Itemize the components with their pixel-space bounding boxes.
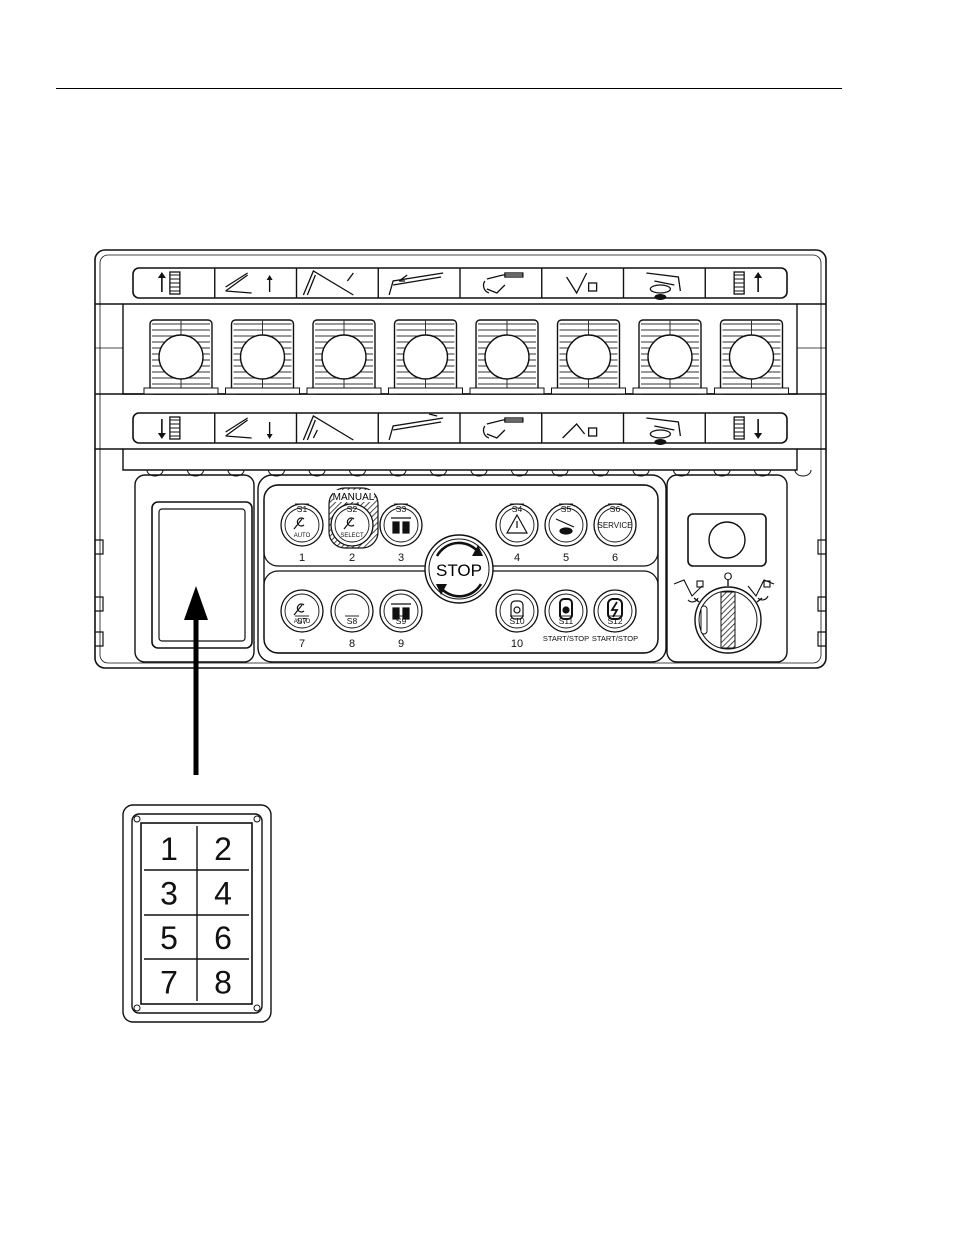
button-number-label: 9	[398, 638, 404, 650]
control-lever[interactable]	[144, 320, 218, 394]
switch-position-label: O	[724, 571, 733, 583]
control-lever[interactable]	[470, 320, 544, 394]
stop-button[interactable]: STOP	[425, 535, 493, 603]
button-code-label: S4	[512, 504, 523, 514]
button-code-label: S3	[396, 504, 407, 514]
button-text-label: SERVICE	[598, 521, 633, 530]
button-code-label: S10	[509, 616, 524, 626]
keypad-window	[152, 502, 252, 648]
control-lever[interactable]	[552, 320, 626, 394]
stop-label: STOP	[436, 561, 482, 580]
keypad-key-8[interactable]: 8	[214, 965, 232, 1001]
control-lever[interactable]	[307, 320, 381, 394]
indicator-lamp	[688, 514, 766, 566]
button-number-label: 10	[511, 638, 523, 650]
button-code-label: S12	[607, 616, 622, 626]
button-number-label: 5	[563, 552, 569, 564]
button-code-label: S9	[396, 616, 407, 626]
button-text-label: SELECT	[340, 533, 364, 539]
keypad-detail	[123, 805, 271, 1022]
button-code-label: S1	[297, 504, 308, 514]
button-text-label: AUTO	[294, 619, 311, 625]
tip-left-icon	[674, 580, 703, 602]
button-text-label: START/STOP	[543, 634, 589, 643]
button-number-label: 6	[612, 552, 618, 564]
button-number-label: 1	[299, 552, 305, 564]
control-lever[interactable]	[226, 320, 300, 394]
button-code-label: S8	[347, 616, 358, 626]
button-number-label: 3	[398, 552, 404, 564]
keypad-key-5[interactable]: 5	[160, 920, 178, 956]
pointer-arrow	[184, 586, 208, 775]
button-number-label: 7	[299, 638, 305, 650]
keypad-key-6[interactable]: 6	[214, 920, 232, 956]
button-code-label: S2	[347, 504, 358, 514]
control-lever[interactable]	[633, 320, 707, 394]
button-code-label: S5	[561, 504, 572, 514]
key-switch[interactable]: O	[674, 571, 774, 653]
button-number-label: 4	[514, 552, 520, 564]
button-number-label: 2	[349, 552, 355, 564]
keypad-key-2[interactable]: 2	[214, 831, 232, 867]
button-number-label: 8	[349, 638, 355, 650]
housing-bump	[795, 470, 811, 476]
button-code-label: S11	[559, 616, 574, 626]
control-lever[interactable]	[389, 320, 463, 394]
manual-label: MANUAL	[333, 492, 375, 503]
button-text-label: AUTO	[294, 533, 311, 539]
button-text-label: START/STOP	[592, 634, 638, 643]
button-code-label: S6	[610, 504, 621, 514]
keypad-key-7[interactable]: 7	[160, 965, 178, 1001]
control-lever[interactable]	[715, 320, 789, 394]
keypad-key-1[interactable]: 1	[160, 831, 178, 867]
keypad-key-3[interactable]: 3	[160, 876, 178, 912]
keypad-key-4[interactable]: 4	[214, 876, 232, 912]
